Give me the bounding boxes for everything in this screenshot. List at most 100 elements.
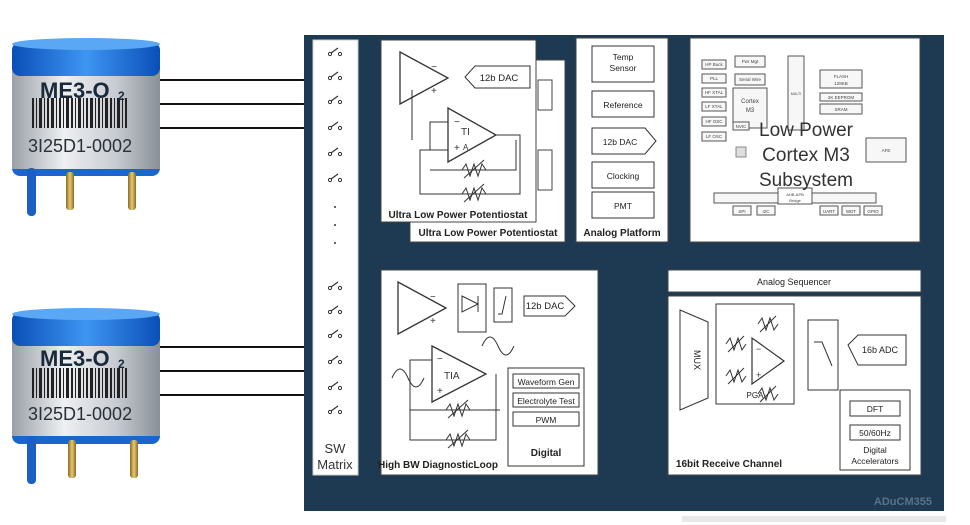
chip-lf-xtal: LF XTAL [705, 104, 723, 109]
potentiostat-dac-label: 12b DAC [480, 73, 519, 84]
sensor-2: ME3-O 2 3I25D1-0002 [12, 308, 160, 484]
chip-cortex-1: Cortex [741, 99, 759, 105]
chip-hp-buck: HP Buck [705, 62, 723, 67]
chip-spi: SPI [738, 209, 745, 214]
sensor-1-pin-blue [27, 168, 36, 216]
receive-filter-icon [807, 319, 839, 391]
chip-hf-osc: HF OSC [705, 119, 723, 124]
svg-text:+: + [437, 386, 443, 397]
adc-label: 16b ADC [862, 345, 899, 355]
diagnostic-tia-label: TIA [444, 371, 460, 382]
switch-matrix: SW Matrix [312, 39, 359, 476]
potentiostat-back-title: Ultra Low Power Potentiostat [419, 228, 559, 239]
sensor-2-pin [130, 440, 138, 478]
digital-accelerators-label-1: Digital [863, 445, 887, 455]
svg-text:TI: TI [461, 127, 470, 138]
chip-flash-2: 128KB [834, 81, 848, 86]
digital-title: Digital [531, 448, 562, 459]
switch-matrix-label-2: Matrix [317, 457, 353, 472]
dft-label: DFT [867, 404, 884, 414]
chip-eeprom: 2K EEPROM [828, 95, 855, 100]
receive-channel-title: 16bit Receive Channel [676, 459, 782, 470]
potentiostat-title: Ultra Low Power Potentiostat [389, 210, 529, 221]
diagnostic-tia-icon [431, 344, 488, 404]
cortex-subsystem: HP Buck PLL HF XTAL LF XTAL HF OSC LF OS… [689, 37, 921, 243]
filter-50-60-label: 50/60Hz [859, 428, 891, 438]
analog-platform-title: Analog Platform [583, 228, 660, 239]
sensor-2-serial: 3I25D1-0002 [28, 404, 132, 424]
chip-flash-1: FLASH [834, 74, 849, 79]
diagnostic-dac-label: 12b DAC [526, 301, 565, 312]
svg-text:+: + [454, 143, 460, 154]
chip-cortex-2: M3 [746, 108, 755, 114]
sensor-2-barcode [32, 368, 127, 398]
sensor-1-pin [66, 172, 74, 210]
chip-nvic: NVIC [736, 124, 748, 129]
svg-text:+: + [430, 316, 436, 327]
switch-matrix-label-1: SW [325, 441, 347, 456]
subsystem-chips [701, 55, 907, 216]
chip-gpio: GPIO [867, 209, 879, 214]
svg-text:−: − [437, 354, 443, 365]
sensor-1-model-sub: 2 [118, 89, 125, 103]
svg-text:−: − [454, 117, 460, 128]
sensor-2-model-sub: 2 [118, 357, 125, 371]
opamp-2-icon [397, 280, 448, 336]
digital-electrolyte-test: Electrolyte Test [517, 396, 575, 406]
pga-amp-icon [751, 336, 786, 386]
pga-resistor-icon [725, 315, 779, 403]
chip-uart: UART [823, 209, 835, 214]
platform-block-reference: Reference [603, 100, 642, 110]
sensor-wires [160, 79, 304, 396]
mux-icon [679, 309, 709, 411]
chip-name: ADuCM355 [874, 496, 932, 508]
chip-wdt: WDT [846, 209, 856, 214]
analog-sequencer [667, 269, 922, 293]
chip-pwr-mgt: Pwr Mgt [742, 59, 759, 64]
platform-block-temp-2: Sensor [610, 63, 637, 73]
wave-out-icon [481, 336, 515, 356]
receive-channel: Analog Sequencer MUX − + PGA 16b ADC DFT… [667, 269, 922, 476]
sensor-2-pin-blue [27, 436, 36, 484]
sensor-1-serial: 3I25D1-0002 [28, 136, 132, 156]
digital-waveform-gen: Waveform Gen [518, 377, 575, 387]
svg-text:A: A [463, 143, 469, 152]
chip-afe: AFE [882, 148, 891, 153]
sensor-1-barcode [32, 98, 127, 128]
resistor-icon [461, 159, 487, 203]
sensor-1-pin [128, 172, 136, 210]
svg-text:+: + [431, 86, 437, 97]
chip-pll: PLL [710, 76, 719, 81]
analog-sequencer-label: Analog Sequencer [757, 277, 831, 287]
svg-text:−: − [756, 344, 761, 354]
chip-serial-wire: Serial Wire [739, 77, 762, 82]
pga-label: PGA [747, 391, 765, 400]
diagnostic-title: High BW DiagnosticLoop [378, 460, 498, 471]
chip-amba: MULTI [791, 92, 801, 96]
subsystem-title-3: Subsystem [759, 170, 853, 191]
sensor-2-model: ME3-O [40, 346, 110, 371]
diagnostic-loop: − + 12b DAC − + TIA Waveform Gen Electro… [378, 269, 599, 476]
wave-in-icon [391, 368, 425, 388]
svg-text:+: + [756, 370, 761, 380]
sensor-1-model: ME3-O [40, 78, 110, 103]
tia-amp-icon [447, 106, 498, 164]
potentiostat: − + 12b DAC − + TI A Ultra Low Power Pot… [380, 39, 537, 223]
filter-icon [493, 287, 513, 323]
chip-hf-xtal: HF XTAL [705, 90, 724, 95]
platform-block-dac: 12b DAC [603, 137, 638, 147]
mux-label: MUX [692, 350, 702, 370]
chip-sram: SRAM [834, 107, 847, 112]
pga-block [715, 303, 795, 405]
digital-pwm: PWM [536, 415, 557, 425]
subsystem-title-2: Cortex M3 [762, 145, 850, 166]
chip-bridge-1: AHB-APB [786, 192, 804, 197]
diode-block-icon [457, 283, 487, 333]
subsystem-title-1: Low Power [759, 120, 854, 141]
platform-block-clocking: Clocking [607, 171, 640, 181]
sensor-1: ME3-O 2 3I25D1-0002 [12, 38, 160, 216]
svg-text:−: − [431, 62, 437, 73]
digital-accelerators-label-2: Accelerators [851, 456, 898, 466]
platform-block-temp-1: Temp [613, 52, 634, 62]
